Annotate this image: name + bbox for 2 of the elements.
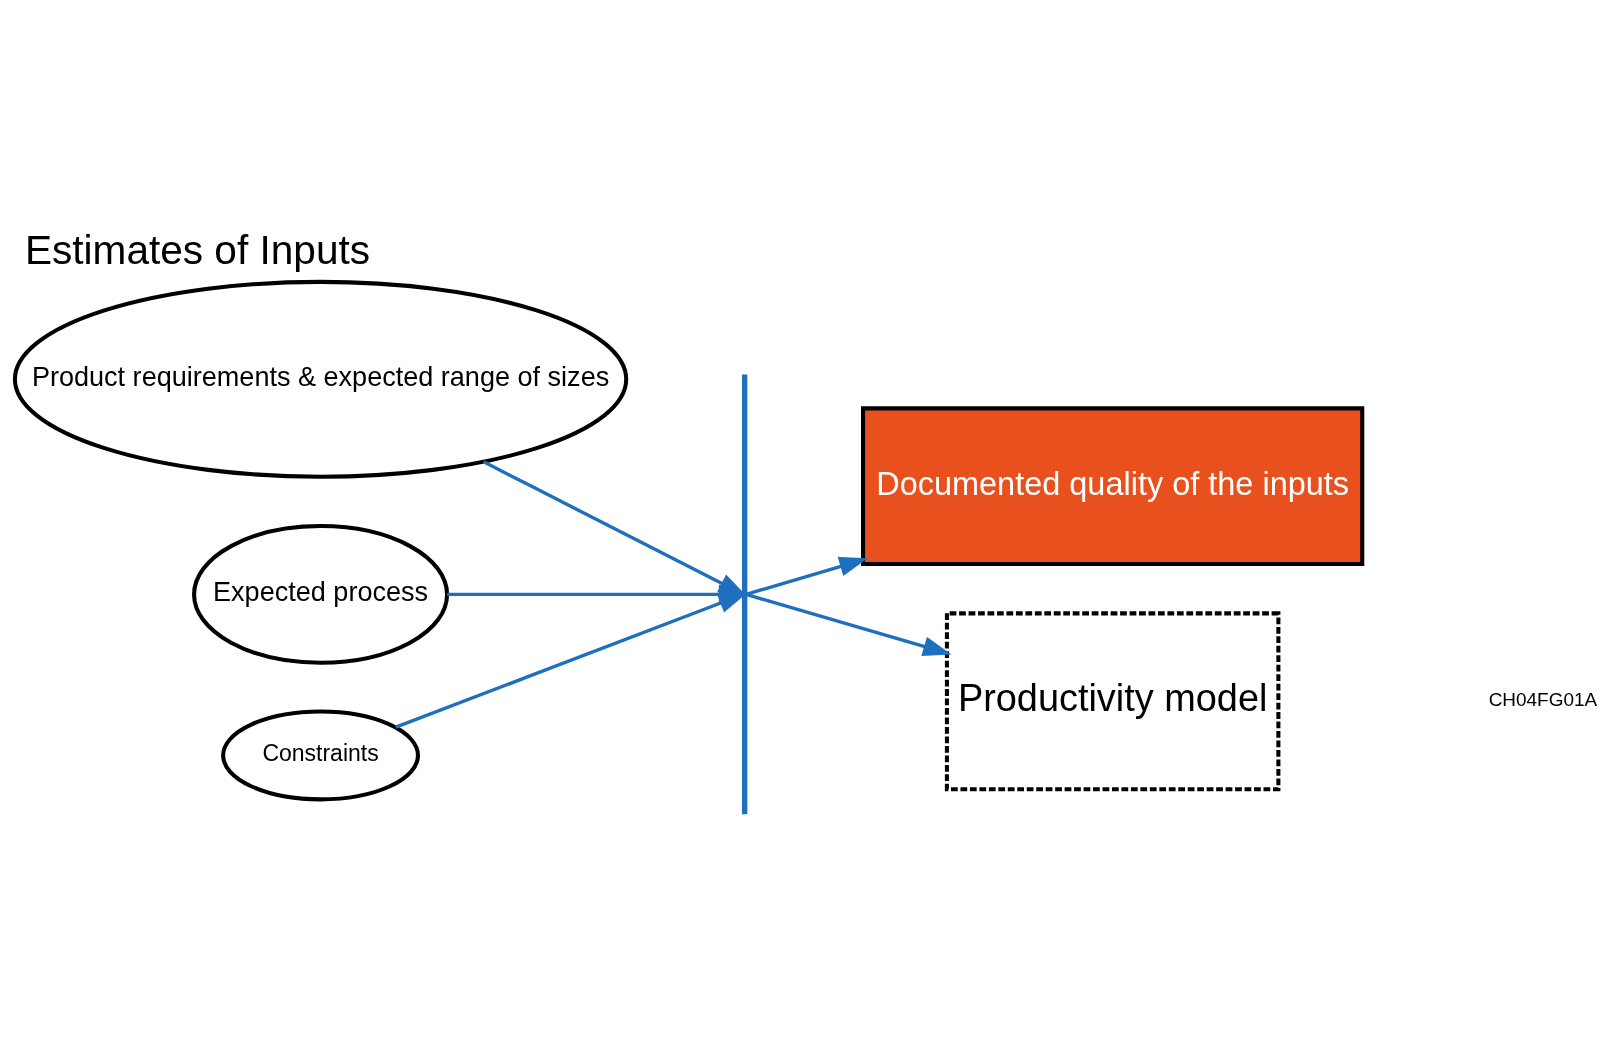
diagram-title: Estimates of Inputs <box>24 227 370 274</box>
label: CH04FG01A <box>1488 689 1597 711</box>
